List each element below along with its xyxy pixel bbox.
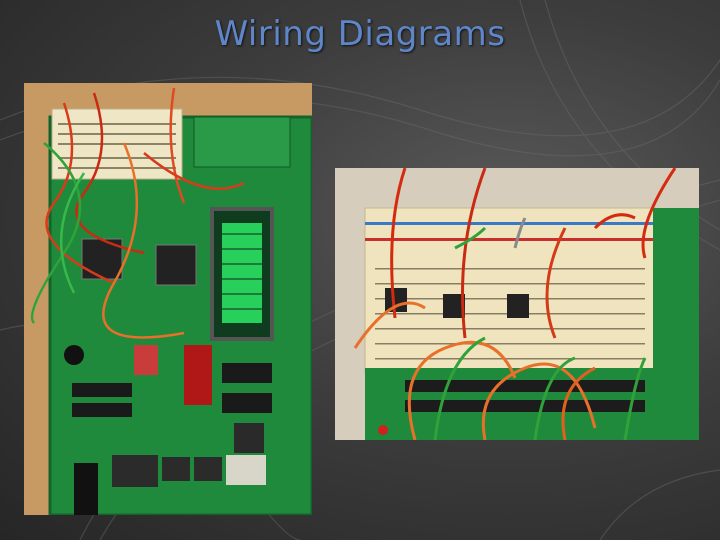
slide-title: Wiring Diagrams <box>214 14 506 54</box>
full-board-photo <box>24 83 312 515</box>
breadboard-closeup-photo <box>335 168 699 440</box>
